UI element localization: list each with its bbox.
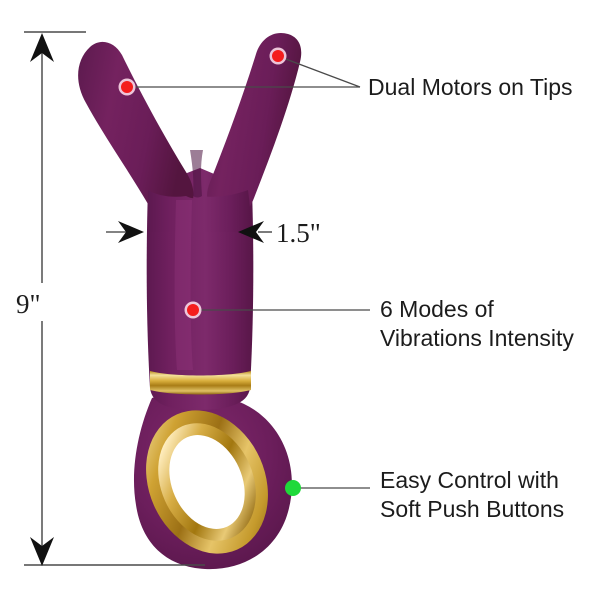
dual-motors-label: Dual Motors on Tips: [368, 74, 573, 100]
width-dimension-label: 1.5": [276, 218, 321, 248]
product-gold-band: [150, 371, 251, 395]
annotation-easy-control: Easy Control with Soft Push Buttons: [285, 467, 564, 522]
product-prong-left: [78, 41, 194, 218]
easy-control-label-line2: Soft Push Buttons: [380, 496, 564, 522]
product-illustration: [78, 32, 302, 570]
width-arrow-left: [238, 221, 264, 243]
motor-marker-left: [121, 81, 133, 93]
six-modes-label-line1: 6 Modes of: [380, 296, 494, 322]
product-v-junction: [148, 190, 251, 232]
height-dimension-label: 9": [16, 289, 41, 319]
height-arrow-up: [30, 33, 54, 62]
product-shaft-highlight: [174, 200, 193, 370]
width-arrow-right: [118, 221, 144, 243]
product-notch-groove: [190, 150, 203, 198]
product-bezel-center: [169, 435, 245, 529]
width-dimension: 1.5": [106, 218, 321, 248]
easy-control-label-line1: Easy Control with: [380, 467, 559, 493]
product-prong-right: [207, 32, 302, 220]
six-modes-label-line2: Vibrations Intensity: [380, 325, 574, 351]
annotation-dual-motors: Dual Motors on Tips: [118, 47, 573, 100]
motor-marker-right: [272, 50, 284, 62]
height-label-backing: [8, 283, 54, 321]
annotation-six-modes: 6 Modes of Vibrations Intensity: [184, 296, 574, 351]
dual-motors-leader-right: [282, 57, 361, 88]
modes-marker: [187, 304, 199, 316]
height-dimension: 9": [8, 31, 205, 566]
control-marker: [285, 480, 301, 496]
height-arrow-down: [30, 537, 54, 566]
